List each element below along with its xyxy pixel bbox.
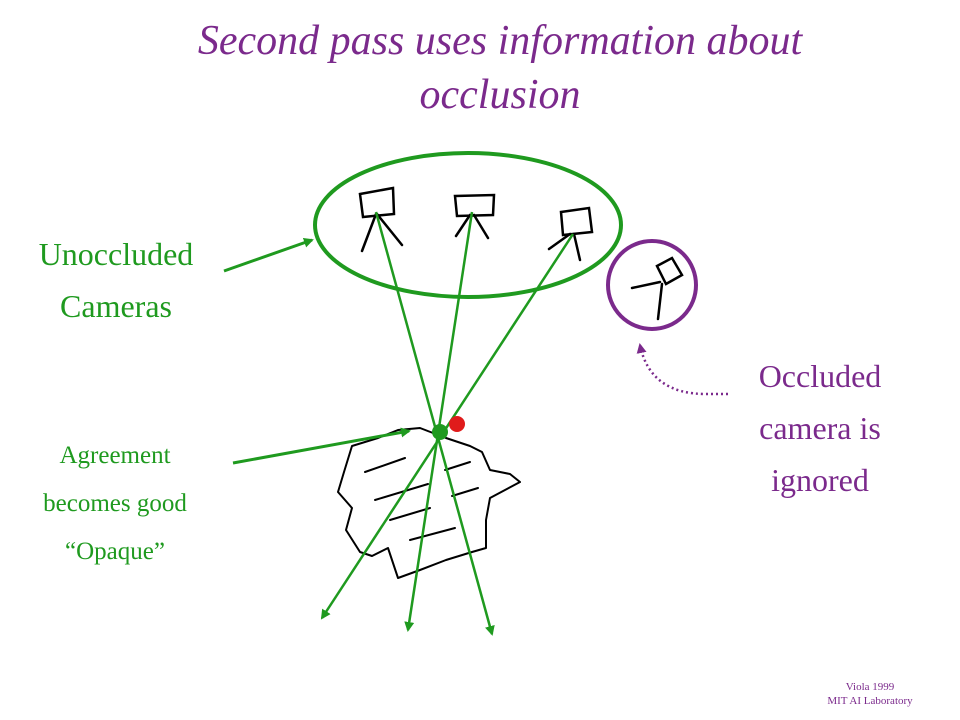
camera-icon-right	[547, 206, 594, 262]
occluded-line-2: camera is	[759, 410, 881, 446]
unoccluded-group-ellipse	[313, 151, 623, 299]
title-line-2: occlusion	[419, 72, 581, 118]
occluded-line-3: ignored	[771, 462, 869, 498]
surface-patch	[337, 427, 521, 579]
agreement-point-green	[432, 424, 448, 440]
agreement-line-1: Agreement	[59, 442, 171, 469]
footer-line-1: Viola 1999	[845, 681, 895, 693]
occluded-camera-circle	[606, 239, 698, 331]
occluded-pointer-arrow	[636, 343, 728, 396]
ray-middle-camera	[404, 211, 474, 632]
ray-right-camera	[320, 233, 575, 620]
agreement-pointer-arrow	[232, 427, 411, 465]
agreement-label: Agreement becomes good “Opaque”	[0, 432, 230, 576]
agreement-line-2: becomes good	[43, 490, 187, 517]
camera-icon-occluded	[630, 256, 684, 321]
occluded-camera-label: Occluded camera is ignored	[720, 350, 920, 506]
camera-icon-left	[358, 186, 404, 253]
slide-title: Second pass uses information about occlu…	[0, 14, 960, 122]
footer-line-2: MIT AI Laboratory	[827, 695, 913, 707]
footer-credit: Viola 1999 MIT AI Laboratory	[820, 680, 920, 708]
camera-rays	[320, 211, 575, 636]
unoccluded-line-1: Unoccluded	[38, 236, 194, 272]
title-line-1: Second pass uses information about	[197, 18, 803, 64]
agreement-line-3: “Opaque”	[65, 538, 165, 565]
unoccluded-cameras-label: Unoccluded Cameras	[0, 228, 232, 332]
ray-left-camera	[374, 211, 495, 636]
unoccluded-line-2: Cameras	[60, 288, 172, 324]
unoccluded-pointer-arrow	[223, 237, 314, 273]
agreement-point-red	[449, 416, 465, 432]
occluded-line-1: Occluded	[758, 358, 882, 394]
camera-icon-middle	[453, 193, 496, 240]
